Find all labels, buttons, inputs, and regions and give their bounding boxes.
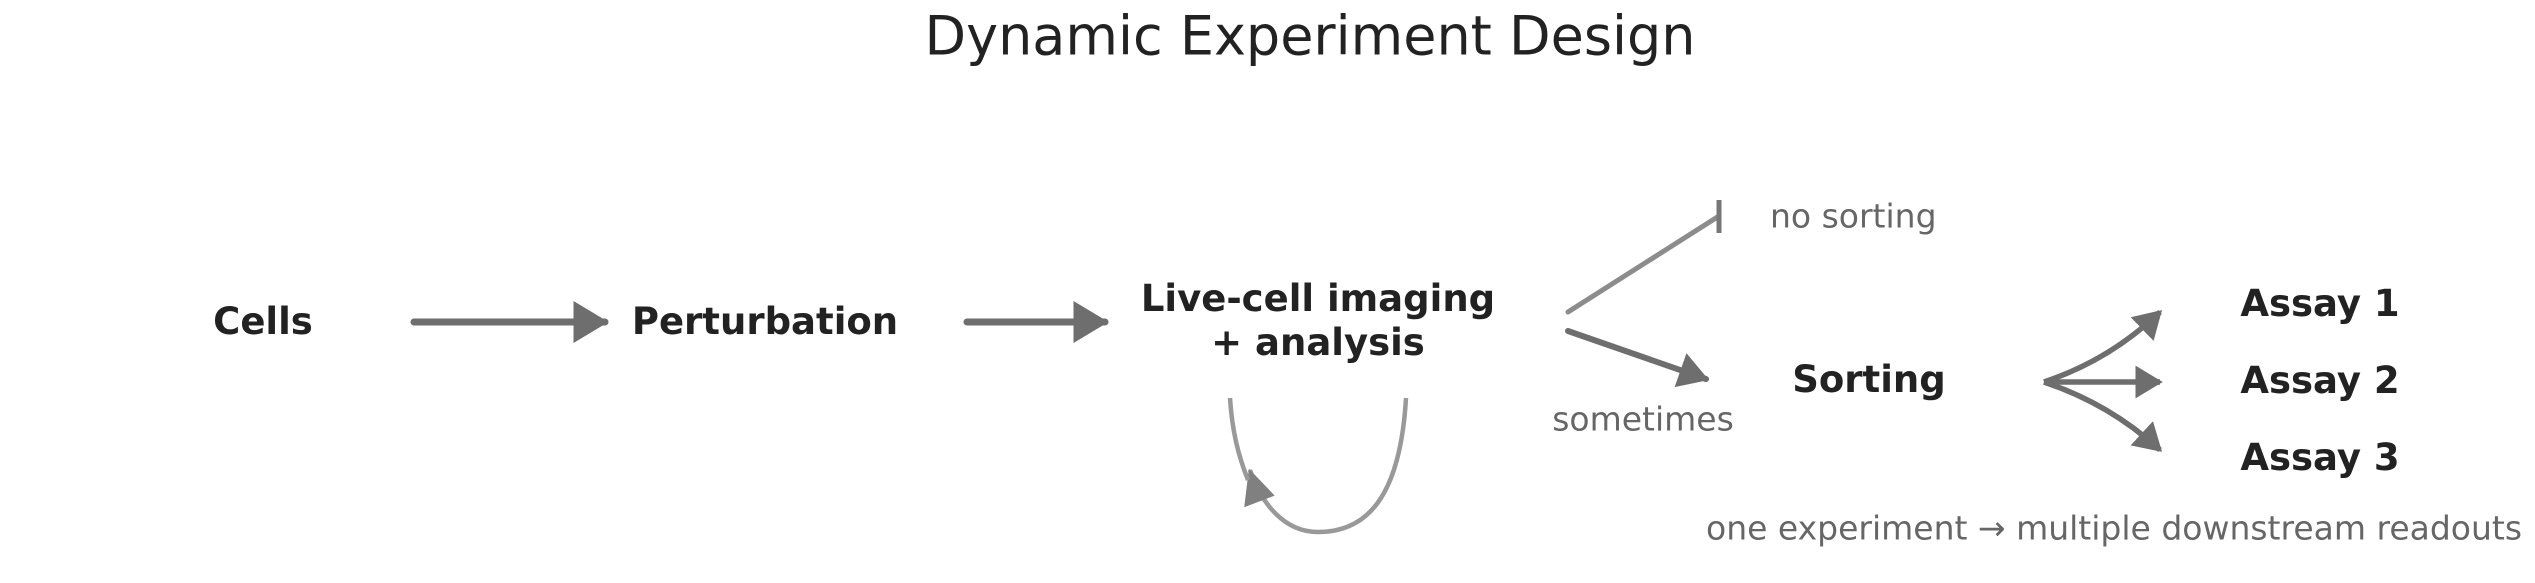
loop-arrow-imaging bbox=[1247, 397, 1409, 535]
node-assay-3: Assay 3 bbox=[2240, 436, 2400, 479]
node-cells: Cells bbox=[213, 300, 313, 343]
node-perturbation: Perturbation bbox=[631, 300, 899, 343]
arrow-sorting-to-assay-1 bbox=[2043, 310, 2162, 385]
footer-note: one experiment → multiple downstream rea… bbox=[1706, 508, 2523, 548]
diagram-title: Dynamic Experiment Design bbox=[924, 4, 1696, 68]
loop-arrow-stem bbox=[1227, 397, 1251, 481]
node-sorting: Sorting bbox=[1792, 358, 1946, 401]
node-imaging-line2: + analysis bbox=[1211, 321, 1425, 364]
loop-arrowhead-icon bbox=[1244, 468, 1275, 508]
arrow-sorting-to-assay-3 bbox=[2043, 379, 2163, 453]
node-assay-1: Assay 1 bbox=[2240, 282, 2400, 325]
label-sometimes: sometimes bbox=[1552, 399, 1734, 439]
node-assay-2: Assay 2 bbox=[2240, 359, 2400, 402]
node-imaging-line1: Live-cell imaging bbox=[1140, 277, 1496, 320]
node-imaging: Live-cell imaging + analysis bbox=[1141, 277, 1495, 365]
label-no-sorting: no sorting bbox=[1770, 196, 1937, 236]
arrow-imaging-to-sorting bbox=[1565, 328, 1709, 388]
edge-no-sorting bbox=[1565, 213, 1722, 315]
